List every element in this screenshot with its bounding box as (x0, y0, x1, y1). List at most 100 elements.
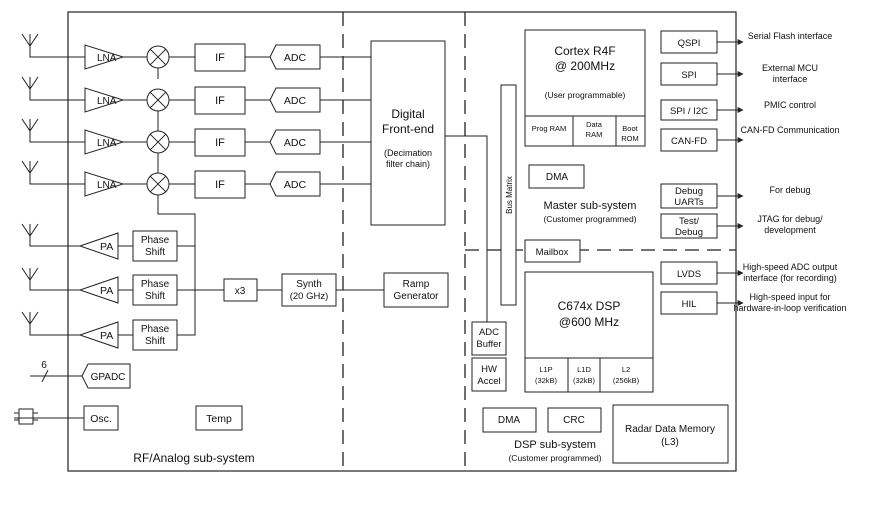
mixer (146, 45, 170, 69)
lna-triangle (84, 171, 125, 197)
oscillator-label: Osc. (90, 413, 112, 425)
lna-triangle (84, 129, 125, 155)
dfe-title: Digital (391, 107, 424, 121)
peripheral-name: Debug (675, 186, 703, 197)
bus-matrix (500, 84, 517, 306)
mixer (146, 172, 170, 196)
dfe-to-adc-buffer-line (445, 135, 488, 322)
peripheral-name: Debug (675, 227, 703, 238)
peripheral-description: JTAG for debug/ (757, 214, 823, 224)
digital-front-end (370, 40, 446, 226)
peripheral-name: Test/ (679, 216, 699, 227)
if-block (194, 170, 246, 199)
ramp-generator (383, 272, 449, 308)
synth-block (281, 273, 337, 307)
c674x-dsp-block (524, 271, 654, 393)
peripheral-name: HIL (682, 299, 697, 310)
l1p-label: L1P (539, 365, 552, 374)
rf-subsystem-label: RF/Analog sub-system (133, 451, 254, 465)
pa-amplifiers: PA PA PA (78, 232, 119, 349)
adc-block (269, 87, 321, 113)
x3-label: x3 (235, 286, 246, 297)
synth-freq-label: (20 GHz) (290, 291, 329, 302)
peripheral-description: External MCU (762, 63, 818, 73)
lo-distribution-line (157, 68, 196, 336)
temp-sensor (195, 405, 243, 431)
adc-label: ADC (284, 179, 307, 191)
if-label: IF (215, 52, 225, 64)
dsp-memory-dividers (525, 357, 653, 392)
hw-accel-label: Accel (477, 376, 500, 387)
peripheral-description: PMIC control (764, 100, 816, 110)
ramp-label: Ramp (403, 279, 430, 290)
peripheral-name: QSPI (678, 38, 701, 49)
radar-memory-label: Radar Data Memory (625, 424, 715, 435)
lna-triangle (84, 44, 125, 70)
data-ram-label: Data (586, 120, 603, 129)
lna-triangle (84, 87, 125, 113)
dfe-subtitle: filter chain) (386, 159, 430, 169)
dsp-dma-label: DMA (498, 415, 521, 426)
mixer (146, 88, 170, 112)
phase-shift-label: Phase (141, 324, 170, 335)
peripheral-description: High-speed ADC output (743, 262, 838, 272)
if-label: IF (215, 95, 225, 107)
chip-outline (67, 11, 737, 472)
crc-block (547, 407, 602, 433)
dsp-title: C674x DSP (558, 299, 621, 313)
dsp-speed: @600 MHz (559, 315, 619, 329)
l2-size: (256kB) (613, 376, 640, 385)
pa-label: PA (100, 285, 113, 297)
l2-label: L2 (622, 365, 630, 374)
adc-blocks: ADC ADC ADC ADC (269, 44, 321, 197)
master-subsystem-label: Master sub-system (544, 200, 637, 212)
receive-chains: LNA LNA LNA LNA IF IF (21, 33, 371, 199)
l1d-size: (32kB) (573, 376, 596, 385)
temp-label: Temp (206, 413, 232, 425)
crc-label: CRC (563, 415, 585, 426)
dfe-subtitle: (Decimation (384, 148, 432, 158)
phase-shift-label: Shift (145, 247, 165, 258)
boot-rom-label: ROM (621, 134, 639, 143)
bus-matrix-label: Bus Matrix (505, 176, 514, 214)
lna-label: LNA (97, 138, 117, 149)
lna-label: LNA (97, 96, 117, 107)
master-dma-block (528, 164, 585, 189)
adc-block (269, 129, 321, 155)
l1p-size: (32kB) (535, 376, 558, 385)
phase-shift-label: Shift (145, 291, 165, 302)
phase-shifters: Phase Shift Phase Shift Phase Shift (132, 230, 178, 351)
if-label: IF (215, 179, 225, 191)
adc-block (269, 171, 321, 197)
gpadc-count: 6 (41, 360, 47, 371)
adc-buffer-label: ADC (479, 327, 499, 338)
adc-buffer-label: Buffer (476, 339, 501, 350)
l1d-label: L1D (577, 365, 591, 374)
adc-label: ADC (284, 52, 307, 64)
if-block (194, 86, 246, 115)
rx-connectors (123, 56, 371, 185)
dsp-dma-block (482, 407, 537, 433)
master-dma-label: DMA (546, 172, 569, 183)
gpadc-label: GPADC (91, 372, 126, 383)
mailbox-label: Mailbox (536, 247, 569, 258)
lna-label: LNA (97, 53, 117, 64)
adc-buffer-block (471, 321, 507, 356)
dsp-subsystem-label: DSP sub-system (514, 439, 596, 451)
synth-label: Synth (296, 279, 322, 290)
radar-data-memory (612, 404, 729, 464)
oscillator-block (83, 405, 119, 431)
data-ram-label: RAM (586, 130, 603, 139)
peripheral-name: SPI (681, 70, 696, 81)
peripheral-description: CAN-FD Communication (740, 125, 839, 135)
phase-shift-label: Shift (145, 336, 165, 347)
mailbox-block (524, 239, 581, 263)
phase-shift-block (132, 319, 178, 351)
prog-ram-label: Prog RAM (532, 124, 567, 133)
gpadc-input-line (30, 369, 82, 383)
peripheral-name: UARTs (674, 197, 704, 208)
dsp-subsystem-sublabel: (Customer programmed) (508, 453, 601, 463)
master-subsystem-sublabel: (Customer programmed) (543, 214, 636, 224)
rx-antennas (21, 33, 85, 185)
